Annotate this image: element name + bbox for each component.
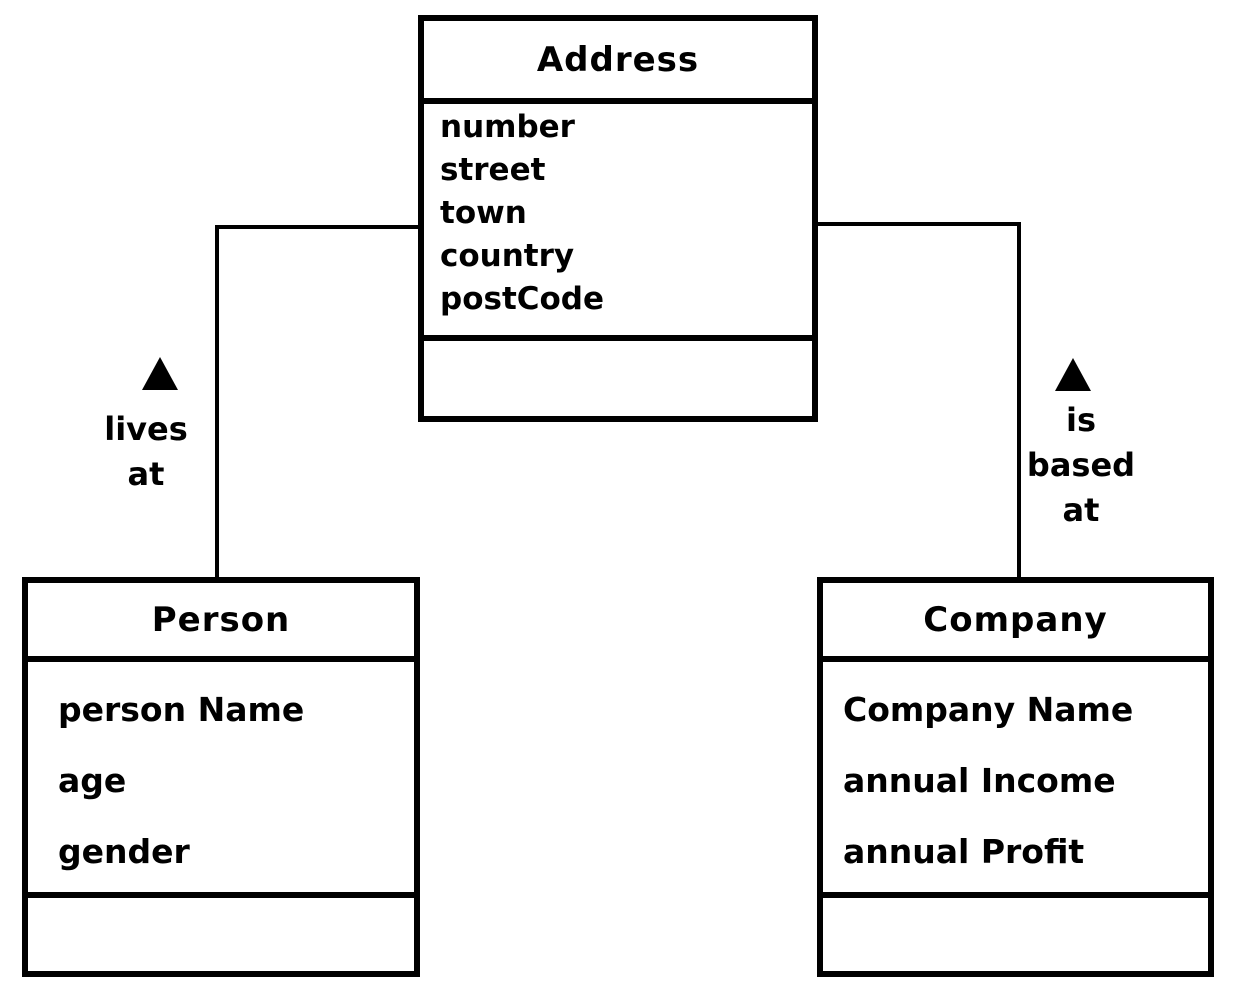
relationship-label-line: lives [104, 410, 188, 448]
class-title-company: Company [823, 583, 1208, 662]
class-attributes-company: Company Name annual Income annual Profit [823, 662, 1208, 898]
attribute-row: number [440, 109, 575, 145]
attribute-row: annual Profit [843, 832, 1085, 871]
class-methods-address [424, 341, 812, 416]
relationship-label-line: at [127, 455, 165, 493]
attribute-row: postCode [440, 281, 605, 317]
attribute-row: person Name [58, 690, 305, 729]
relationship-label-line: at [1062, 491, 1100, 529]
reading-direction-triangle-icon [1055, 358, 1091, 391]
class-title-person: Person [28, 583, 414, 662]
class-methods-person [28, 898, 414, 971]
class-title-address: Address [424, 21, 812, 104]
attribute-row: Company Name [843, 690, 1134, 729]
class-attributes-person: person Name age gender [28, 662, 414, 898]
attribute-row: gender [58, 832, 190, 871]
relationship-label-line: is [1065, 401, 1096, 439]
attribute-row: age [58, 761, 127, 800]
class-box-person: Person person Name age gender [22, 577, 420, 977]
class-box-address: Address number street town country postC… [418, 15, 818, 422]
relationship-label-line: based [1026, 446, 1136, 484]
class-box-company: Company Company Name annual Income annua… [817, 577, 1214, 977]
class-attributes-address: number street town country postCode [424, 104, 812, 341]
attribute-row: street [440, 152, 546, 188]
attribute-row: annual Income [843, 761, 1116, 800]
connector-company-address-horizontal-line [818, 222, 1021, 226]
attribute-row: country [440, 238, 575, 274]
connector-company-address-vertical-line [1017, 222, 1021, 577]
relationship-label-is-based-at: is based at [1001, 398, 1161, 533]
attribute-row: town [440, 195, 527, 231]
relationship-label-lives-at: lives at [66, 407, 226, 497]
connector-person-address-horizontal-line [215, 225, 418, 229]
connector-person-address-vertical-line [215, 227, 219, 577]
class-methods-company [823, 898, 1208, 971]
reading-direction-triangle-icon [142, 357, 178, 390]
